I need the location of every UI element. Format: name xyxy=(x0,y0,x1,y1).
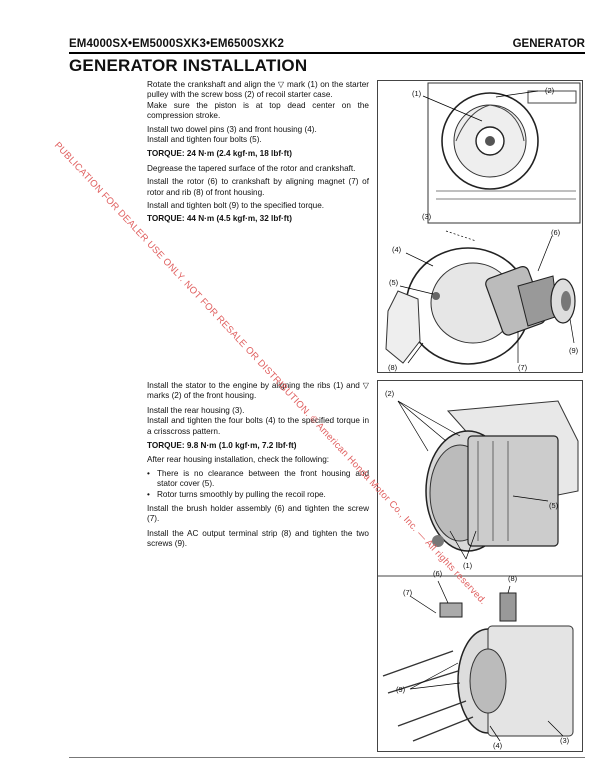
header-section: GENERATOR xyxy=(512,38,585,50)
check-item-text: There is no clearance between the front … xyxy=(157,468,369,489)
step-top-dead-center: Make sure the piston is at top dead cent… xyxy=(147,100,369,121)
callout-6: (6) xyxy=(433,569,443,578)
callout-1: (1) xyxy=(463,561,473,570)
check-item-text: Rotor turns smoothly by pulling the reco… xyxy=(157,489,326,499)
callout-6: (6) xyxy=(551,228,561,237)
callout-5: (5) xyxy=(549,501,559,510)
header-models: EM4000SX•EM5000SXK3•EM6500SXK2 xyxy=(69,38,284,50)
instructions-block-1: Rotate the crankshaft and align the ▽ ma… xyxy=(147,80,369,225)
callout-8: (8) xyxy=(388,363,398,372)
step-install-stator: Install the stator to the engine by alig… xyxy=(147,381,369,401)
check-item: • Rotor turns smoothly by pulling the rec… xyxy=(147,490,369,500)
callout-2: (2) xyxy=(545,86,555,95)
callout-4: (4) xyxy=(392,245,402,254)
step-four-bolts-crisscross: Install and tighten the four bolts (4) t… xyxy=(147,416,369,436)
figure-stator-installation: (2) (1) (5) (6) (7) (8) (9) (4) (3) xyxy=(377,380,583,752)
torque-spec-1: TORQUE: 24 N·m (2.4 kgf·m, 18 lbf·ft) xyxy=(147,149,292,159)
stator-installation-illustration xyxy=(378,400,582,742)
check-item: • There is no clearance between the front… xyxy=(147,469,369,490)
step-terminal-strip: Install the AC output terminal strip (8)… xyxy=(147,528,369,549)
callout-7: (7) xyxy=(518,363,528,372)
torque-spec-3: TORQUE: 9.8 N·m (1.0 kgf·m, 7.2 lbf·ft) xyxy=(147,441,297,451)
check-list: • There is no clearance between the front… xyxy=(147,469,369,500)
footer-rule xyxy=(69,757,585,758)
page-title: GENERATOR INSTALLATION xyxy=(69,56,308,75)
callout-3: (3) xyxy=(560,736,570,745)
figure-rotor-installation: (1) (2) (3) (4) (5) (6) (7) (8) (9) xyxy=(377,80,583,373)
callout-4: (4) xyxy=(493,741,503,750)
bullet-mark: • xyxy=(147,468,150,478)
step-align-mark: Rotate the crankshaft and align the ▽ ma… xyxy=(147,80,369,100)
instructions-block-2: Install the stator to the engine by alig… xyxy=(147,381,369,550)
callout-3: (3) xyxy=(422,212,432,221)
step-dowel-pins: Install two dowel pins (3) and front hou… xyxy=(147,124,317,134)
header-rule xyxy=(69,52,585,54)
callout-7: (7) xyxy=(403,588,413,597)
callout-5: (5) xyxy=(389,278,399,287)
callout-2: (2) xyxy=(385,389,395,398)
torque-spec-2: TORQUE: 44 N·m (4.5 kgf·m, 32 lbf·ft) xyxy=(147,214,292,224)
step-brush-holder: Install the brush holder assembly (6) an… xyxy=(147,504,369,524)
callout-1: (1) xyxy=(412,89,422,98)
step-tighten-bolt: Install and tighten bolt (9) to the spec… xyxy=(147,201,325,211)
callout-9: (9) xyxy=(396,685,406,694)
bullet-mark: • xyxy=(147,489,150,499)
check-intro: After rear housing installation, check t… xyxy=(147,455,330,465)
callout-8: (8) xyxy=(508,574,518,583)
step-four-bolts: Install and tighten four bolts (5). xyxy=(147,135,262,145)
step-install-rotor: Install the rotor (6) to crankshaft by a… xyxy=(147,177,369,197)
callout-9: (9) xyxy=(569,346,579,355)
step-degrease: Degrease the tapered surface of the roto… xyxy=(147,163,356,173)
step-rear-housing: Install the rear housing (3). xyxy=(147,405,245,415)
rotor-installation-illustration xyxy=(385,82,581,365)
